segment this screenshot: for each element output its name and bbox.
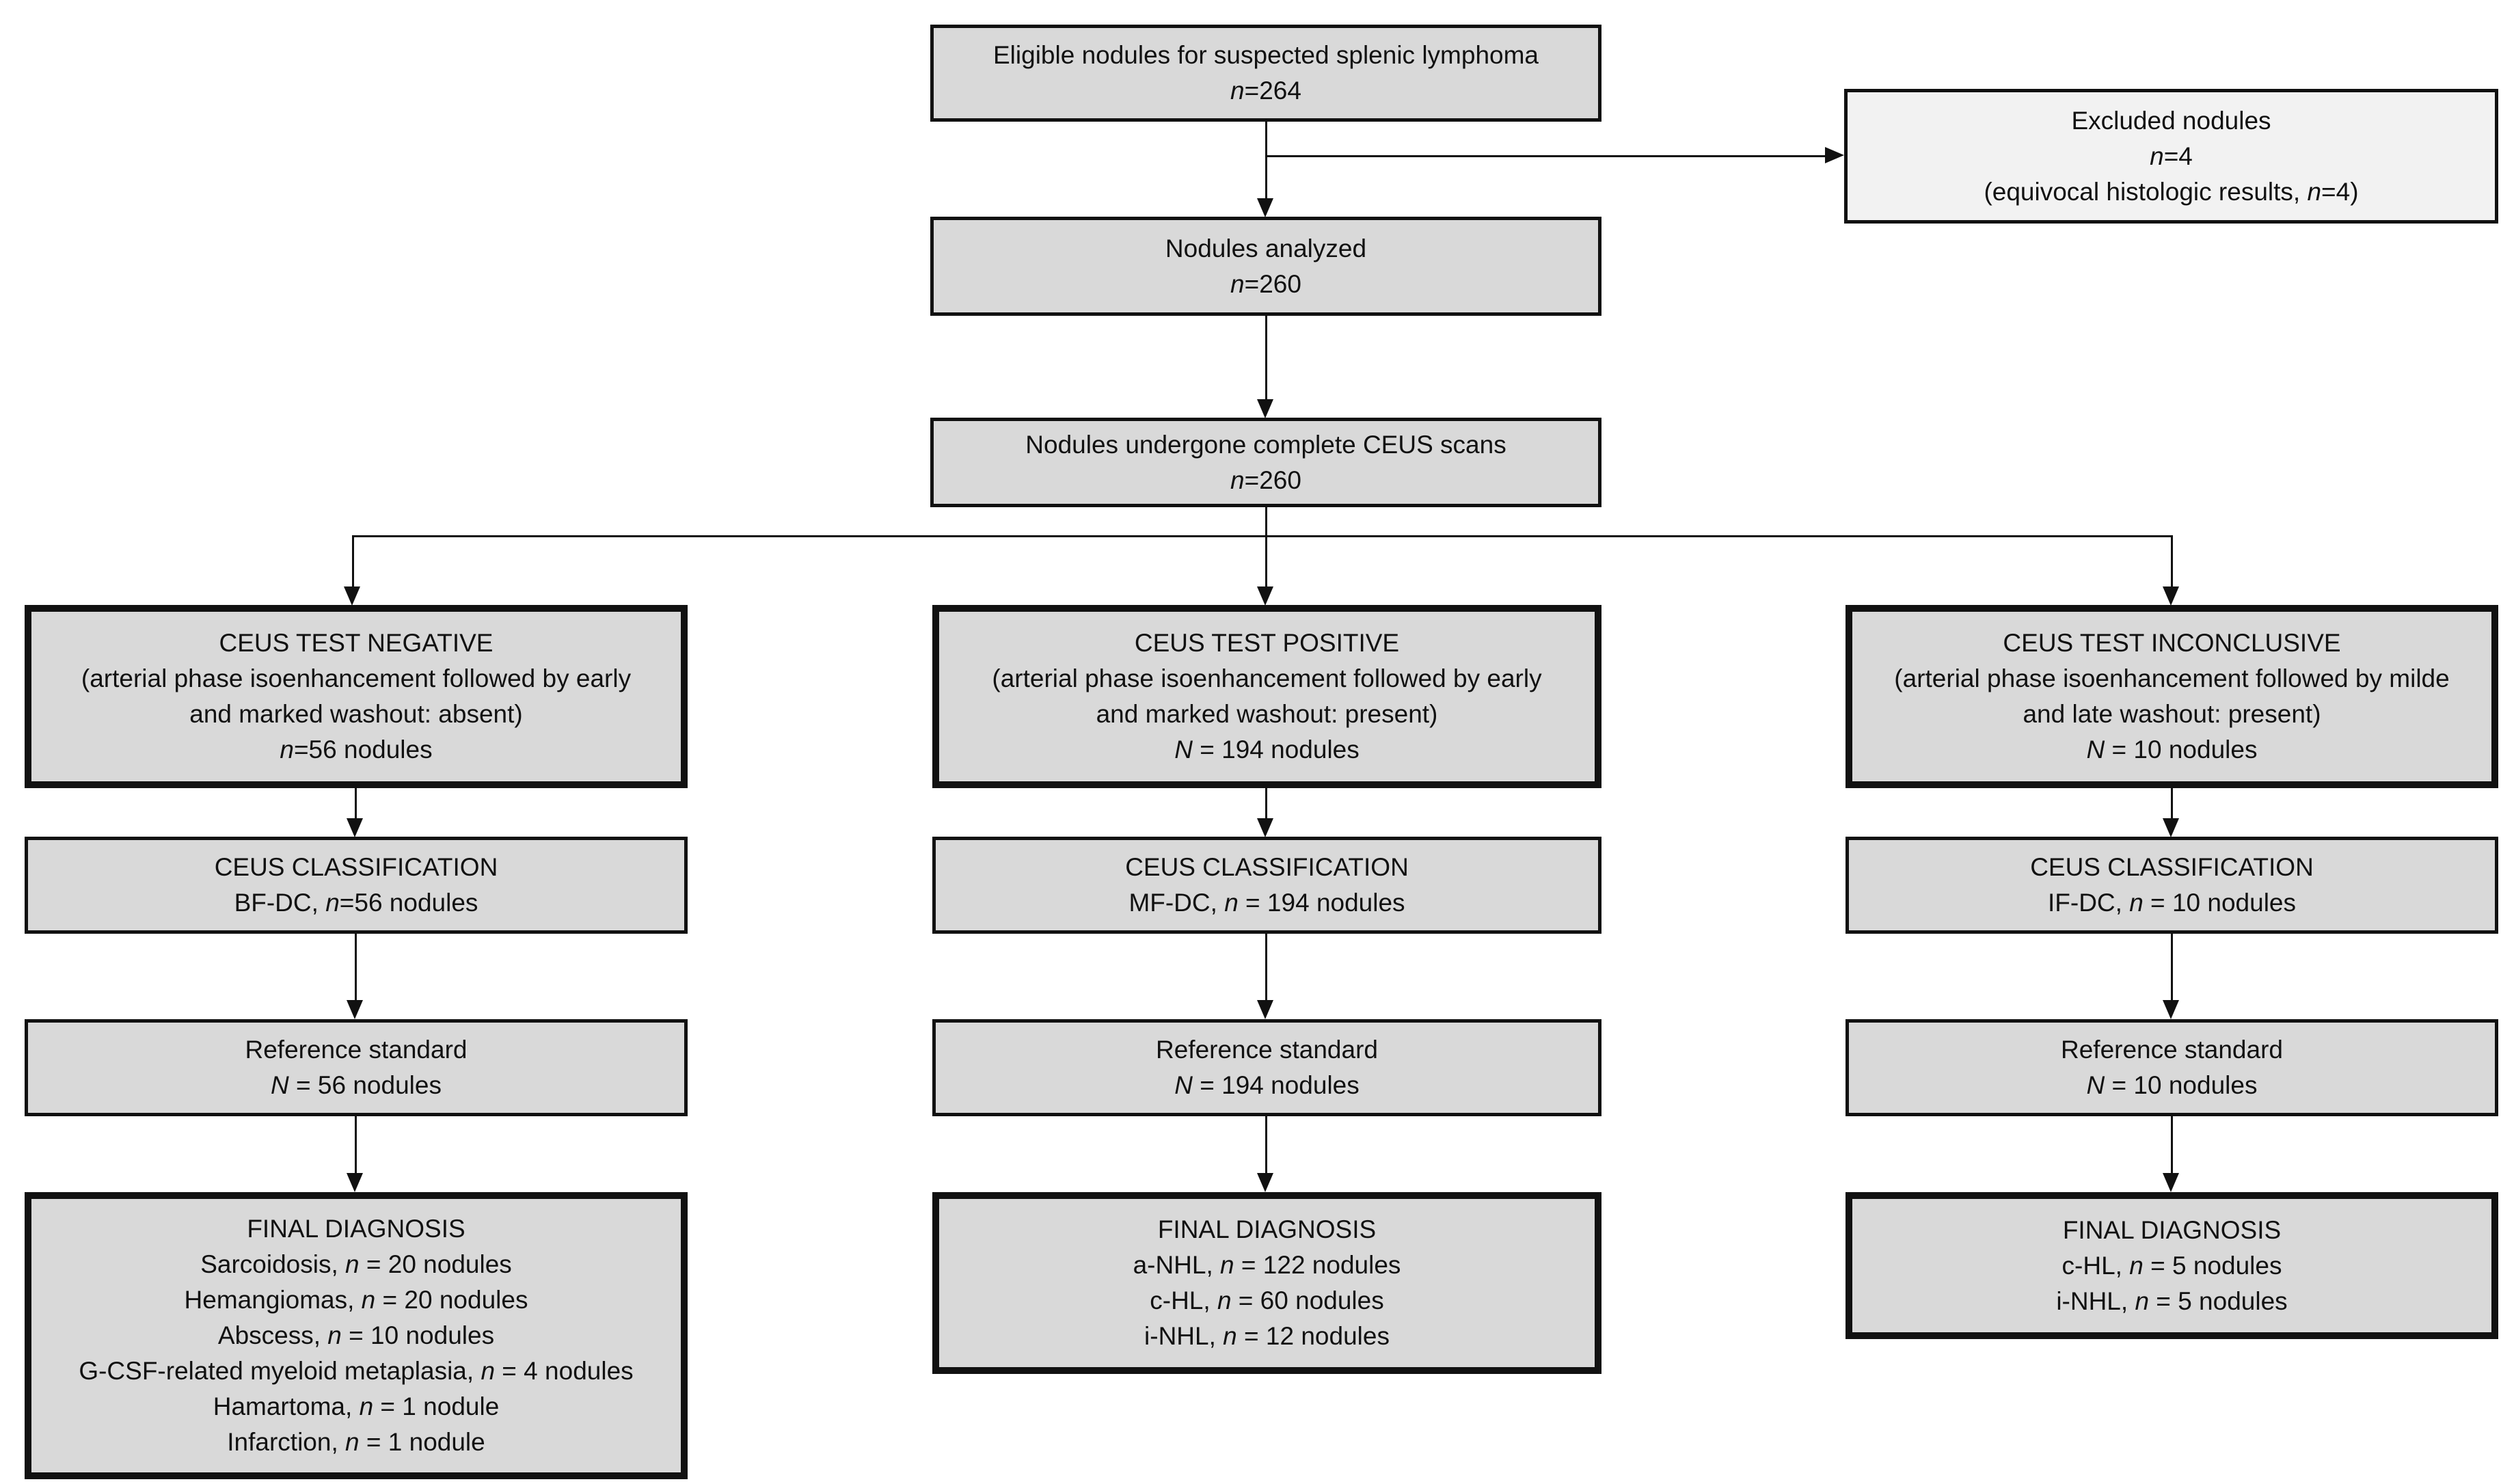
reference-standard-negative-box: Reference standard N = 56 nodules: [25, 1019, 688, 1116]
box-line: c-HL, n = 5 nodules: [2061, 1251, 2282, 1280]
box-line: Infarction, n = 1 nodule: [227, 1428, 485, 1456]
final-diagnosis-positive-box: FINAL DIAGNOSIS a-NHL, n = 122 nodules c…: [932, 1192, 1601, 1374]
arrowhead-down-icon: [2163, 818, 2179, 837]
connector-line: [1265, 122, 1267, 198]
box-line: G-CSF-related myeloid metaplasia, n = 4 …: [79, 1357, 634, 1385]
ceus-test-positive-box: CEUS TEST POSITIVE (arterial phase isoen…: [932, 605, 1601, 788]
box-line: Eligible nodules for suspected splenic l…: [993, 41, 1539, 69]
connector-line: [353, 535, 2172, 537]
box-line: Reference standard: [245, 1036, 468, 1064]
box-line: n=260: [1230, 269, 1301, 298]
arrowhead-down-icon: [2163, 1000, 2179, 1019]
connector-line: [355, 1116, 357, 1173]
box-line: IF-DC, n = 10 nodules: [2048, 889, 2296, 917]
box-line: Reference standard: [1156, 1036, 1378, 1064]
connector-line: [2171, 788, 2173, 818]
box-line: N = 56 nodules: [271, 1071, 442, 1099]
ceus-classification-mfdc-box: CEUS CLASSIFICATION MF-DC, n = 194 nodul…: [932, 837, 1601, 934]
connector-line: [352, 535, 354, 586]
connector-line: [1265, 507, 1267, 537]
arrowhead-down-icon: [1257, 1000, 1273, 1019]
arrowhead-down-icon: [1257, 399, 1273, 418]
box-line: n=56 nodules: [280, 736, 433, 764]
complete-ceus-scans-box: Nodules undergone complete CEUS scans n=…: [930, 418, 1601, 507]
box-line: Sarcoidosis, n = 20 nodules: [200, 1250, 512, 1278]
box-line: (equivocal histologic results, n=4): [1984, 177, 2359, 206]
box-line: n=260: [1230, 466, 1301, 494]
arrowhead-down-icon: [1257, 818, 1273, 837]
arrowhead-down-icon: [1257, 198, 1273, 217]
box-line: CEUS CLASSIFICATION: [2030, 853, 2314, 881]
final-diagnosis-inconclusive-box: FINAL DIAGNOSIS c-HL, n = 5 nodules i-NH…: [1846, 1192, 2498, 1339]
box-line: CEUS TEST NEGATIVE: [219, 629, 494, 657]
box-line: and marked washout: absent): [189, 700, 523, 728]
arrowhead-down-icon: [1257, 586, 1273, 606]
connector-line: [1265, 316, 1267, 399]
eligible-nodules-box: Eligible nodules for suspected splenic l…: [930, 25, 1601, 122]
connector-line: [355, 788, 357, 818]
final-diagnosis-negative-box: FINAL DIAGNOSIS Sarcoidosis, n = 20 nodu…: [25, 1192, 688, 1479]
box-line: Nodules analyzed: [1165, 234, 1367, 262]
arrowhead-down-icon: [2163, 1173, 2179, 1192]
box-line: and late washout: present): [2023, 700, 2321, 728]
connector-line: [1265, 788, 1267, 818]
box-line: N = 194 nodules: [1174, 1071, 1360, 1099]
box-line: FINAL DIAGNOSIS: [1157, 1215, 1377, 1243]
box-line: i-NHL, n = 5 nodules: [2056, 1286, 2288, 1315]
ceus-classification-bfdc-box: CEUS CLASSIFICATION BF-DC, n=56 nodules: [25, 837, 688, 934]
arrowhead-down-icon: [344, 586, 360, 606]
connector-line: [2171, 535, 2173, 586]
connector-line: [2171, 1116, 2173, 1173]
box-line: (arterial phase isoenhancement followed …: [81, 664, 632, 692]
connector-line: [1265, 934, 1267, 1000]
box-line: FINAL DIAGNOSIS: [2062, 1215, 2282, 1244]
connector-line: [1267, 155, 1825, 157]
box-line: and marked washout: present): [1096, 700, 1438, 728]
box-line: CEUS CLASSIFICATION: [1125, 853, 1409, 881]
arrowhead-down-icon: [347, 1173, 363, 1192]
box-line: N = 194 nodules: [1174, 736, 1360, 764]
box-line: a-NHL, n = 122 nodules: [1133, 1251, 1401, 1279]
connector-line: [1265, 1116, 1267, 1173]
box-line: BF-DC, n=56 nodules: [234, 889, 478, 917]
box-line: Reference standard: [2061, 1036, 2283, 1064]
box-line: (arterial phase isoenhancement followed …: [992, 664, 1542, 692]
connector-line: [2171, 934, 2173, 1000]
box-line: n=4: [2150, 141, 2193, 170]
box-line: i-NHL, n = 12 nodules: [1144, 1322, 1390, 1350]
box-line: (arterial phase isoenhancement followed …: [1894, 664, 2450, 692]
arrowhead-down-icon: [347, 1000, 363, 1019]
excluded-nodules-box: Excluded nodules n=4 (equivocal histolog…: [1844, 89, 2498, 224]
box-line: FINAL DIAGNOSIS: [247, 1215, 465, 1243]
box-line: N = 10 nodules: [2086, 1071, 2258, 1099]
ceus-test-negative-box: CEUS TEST NEGATIVE (arterial phase isoen…: [25, 605, 688, 788]
box-line: Nodules undergone complete CEUS scans: [1025, 430, 1506, 459]
connector-line: [355, 934, 357, 1000]
box-line: Hemangiomas, n = 20 nodules: [184, 1286, 528, 1314]
box-line: Hamartoma, n = 1 nodule: [213, 1392, 500, 1420]
reference-standard-positive-box: Reference standard N = 194 nodules: [932, 1019, 1601, 1116]
nodules-analyzed-box: Nodules analyzed n=260: [930, 217, 1601, 316]
box-line: Abscess, n = 10 nodules: [217, 1321, 495, 1349]
arrowhead-down-icon: [2163, 586, 2179, 606]
ceus-classification-ifdc-box: CEUS CLASSIFICATION IF-DC, n = 10 nodule…: [1846, 837, 2498, 934]
arrowhead-right-icon: [1825, 147, 1844, 163]
box-line: N = 10 nodules: [2086, 736, 2258, 764]
connector-line: [1265, 535, 1267, 586]
ceus-test-inconclusive-box: CEUS TEST INCONCLUSIVE (arterial phase i…: [1846, 605, 2498, 788]
box-line: CEUS TEST POSITIVE: [1134, 629, 1400, 657]
box-line: CEUS TEST INCONCLUSIVE: [2003, 629, 2341, 657]
box-line: Excluded nodules: [2071, 106, 2271, 135]
reference-standard-inconclusive-box: Reference standard N = 10 nodules: [1846, 1019, 2498, 1116]
box-line: MF-DC, n = 194 nodules: [1128, 889, 1405, 917]
box-line: CEUS CLASSIFICATION: [214, 853, 498, 881]
arrowhead-down-icon: [1257, 1173, 1273, 1192]
box-line: n=264: [1230, 77, 1301, 105]
box-line: c-HL, n = 60 nodules: [1150, 1286, 1384, 1314]
arrowhead-down-icon: [347, 818, 363, 837]
